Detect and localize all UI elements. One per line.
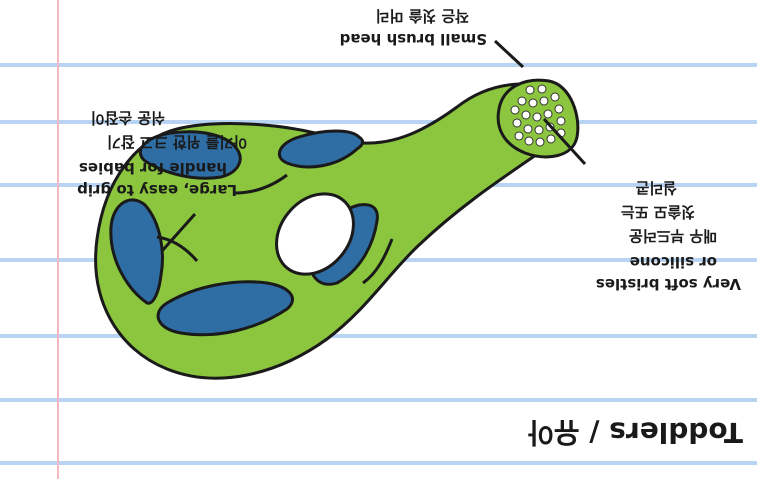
toothbrush — [94, 78, 580, 380]
label-bristles-ko-1: 매우 부드러운 — [629, 227, 717, 245]
label-handle-en-1: Large, easy to grip — [77, 181, 237, 199]
label-handle-en-2: handle for babies — [79, 159, 227, 177]
label-handle-ko-1: 아기를 위한 크고 잡기 — [107, 133, 247, 151]
title: Toddlers / 유아 — [528, 416, 743, 449]
label-head-en: Small brush head — [340, 30, 487, 48]
label-bristles-en-1: Very soft bristles — [596, 275, 741, 293]
bristles — [510, 84, 566, 147]
label-bristles-ko-2: 칫솔모 또는 — [621, 203, 695, 221]
label-head-ko: 작은 칫솔 머리 — [376, 7, 469, 25]
label-bristles-ko-3: 실리콘 — [635, 179, 677, 197]
callout-lines — [160, 39, 587, 252]
handle-hole — [275, 192, 355, 276]
groove-lines — [156, 173, 394, 285]
label-handle-ko-2: 쉬운 손잡이 — [91, 109, 165, 127]
label-bristles-en-2: or silicone — [630, 253, 717, 271]
